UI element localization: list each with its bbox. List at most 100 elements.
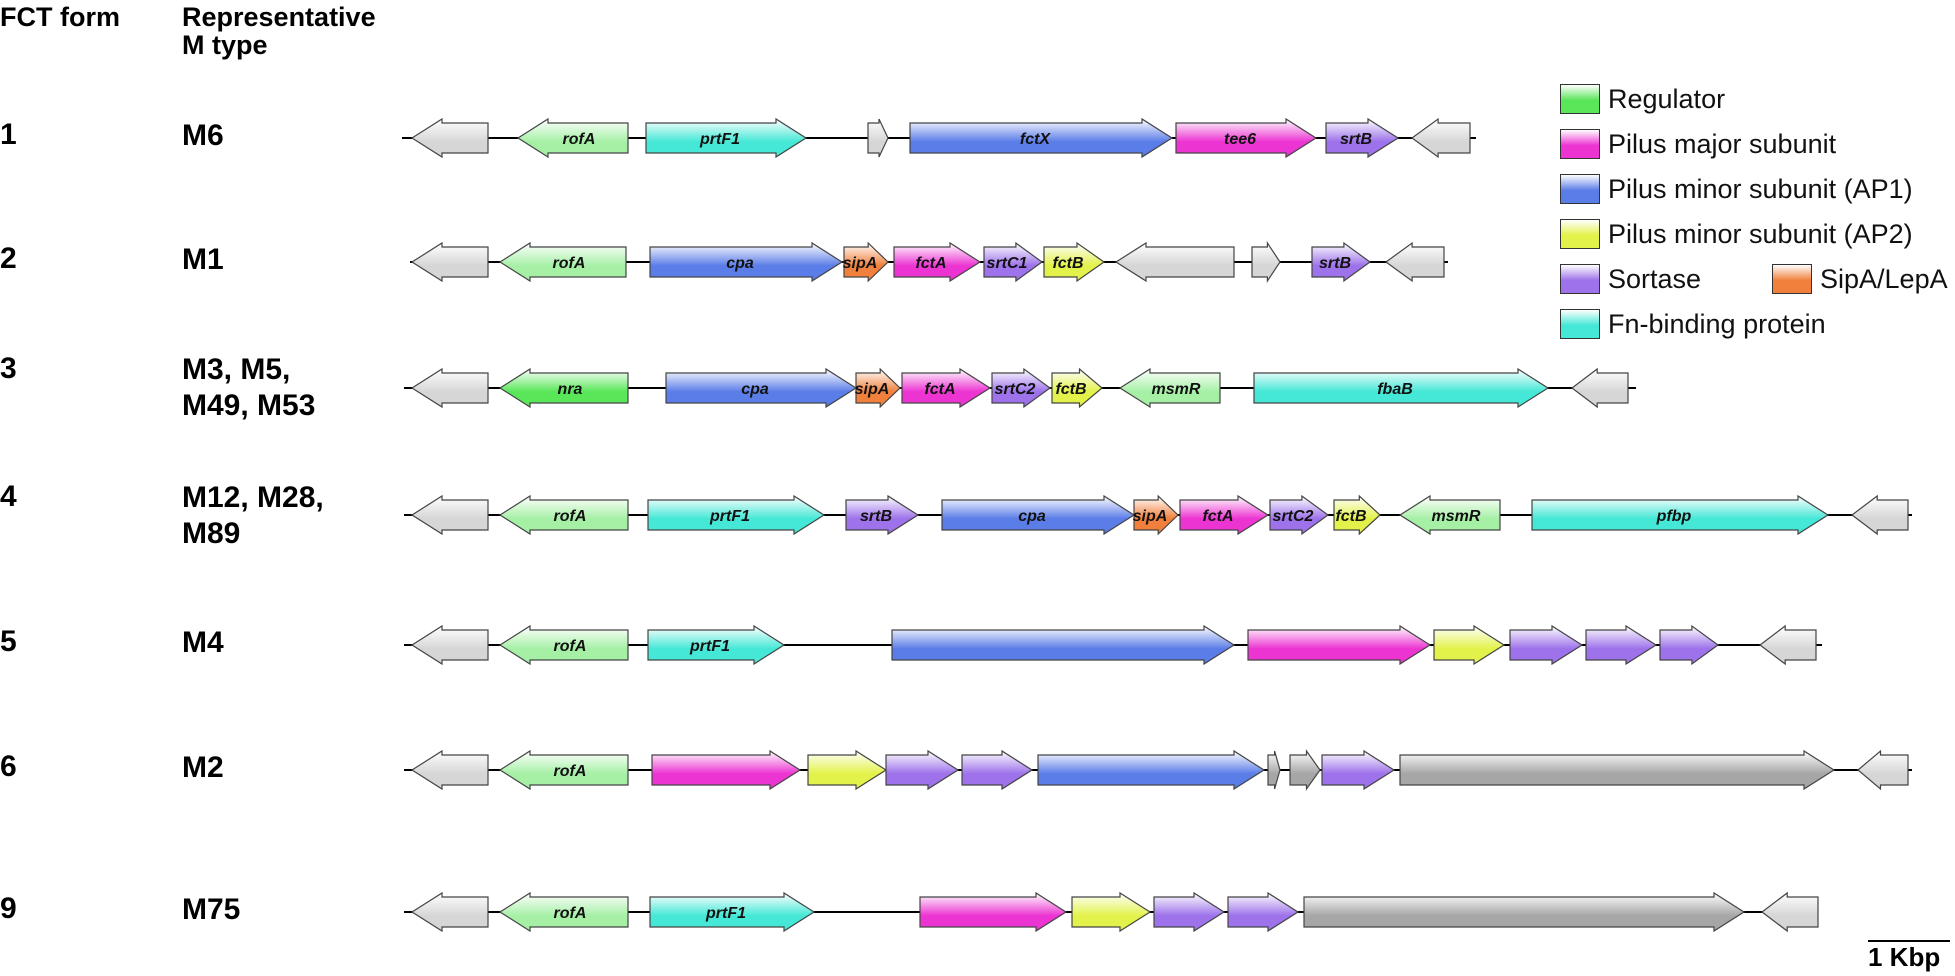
legend-item-sipa: SipA/LepA <box>1772 262 1948 296</box>
gene-arrow <box>885 749 960 791</box>
legend-label: Pilus major subunit <box>1608 128 1837 159</box>
gene-arrow <box>410 367 489 409</box>
gene-arrow: sipA <box>1133 494 1179 536</box>
gene-shape <box>1303 891 1746 933</box>
gene-arrow <box>807 749 888 791</box>
gene-label: fctA <box>915 255 946 272</box>
gene-shape <box>1851 494 1909 536</box>
fct-form-label: 1 <box>0 118 17 151</box>
gene-arrow: cpa <box>941 494 1136 536</box>
gene-shape <box>1321 749 1396 791</box>
gene-label: rofA <box>563 131 596 148</box>
gene-arrow: srtC2 <box>1269 494 1330 536</box>
gene-arrow: srtB <box>1311 241 1372 283</box>
gene-label: cpa <box>1018 508 1046 525</box>
gene-arrow: srtC2 <box>991 367 1052 409</box>
gene-shape <box>1267 750 1281 790</box>
gene-arrow: tee6 <box>1175 117 1318 159</box>
gene-label: nra <box>558 381 583 398</box>
gene-arrow: msmR <box>1398 494 1501 536</box>
gene-shape <box>1114 241 1235 283</box>
gene-shape <box>645 117 808 159</box>
legend-swatch <box>1560 174 1600 204</box>
gene-label: srtC2 <box>1273 508 1314 525</box>
gene-arrow <box>1321 749 1396 791</box>
gene-arrow <box>1399 749 1836 791</box>
gene-shape <box>410 494 489 536</box>
gene-label: srtC2 <box>995 381 1036 398</box>
gene-label: fctA <box>1202 508 1233 525</box>
gene-shape <box>893 241 982 283</box>
gene-arrow: srtB <box>845 494 920 536</box>
gene-arrow <box>1303 891 1746 933</box>
gene-arrow: cpa <box>665 367 858 409</box>
gene-shape <box>498 749 629 791</box>
gene-arrow: fctB <box>1043 241 1106 283</box>
gene-label: msmR <box>1152 381 1201 398</box>
gene-arrow: rofA <box>498 891 629 933</box>
gene-shape <box>891 624 1236 666</box>
legend-item-minor1: Pilus minor subunit (AP1) <box>1560 172 1913 206</box>
gene-arrow <box>410 749 489 791</box>
gene-arrow <box>1251 241 1281 283</box>
gene-shape <box>1659 624 1720 666</box>
gene-arrow <box>410 494 489 536</box>
legend-swatch <box>1560 129 1600 159</box>
gene-shape <box>1251 241 1281 283</box>
gene-arrow <box>1851 494 1909 536</box>
gene-arrow: nra <box>498 367 629 409</box>
gene-label: fctX <box>1020 131 1052 148</box>
gene-shape <box>647 494 826 536</box>
gene-arrow <box>651 749 802 791</box>
gene-arrow <box>1659 624 1720 666</box>
gene-shape <box>498 494 629 536</box>
legend-label: Sortase <box>1608 263 1702 294</box>
gene-label: rofA <box>554 763 587 780</box>
gene-shape <box>649 241 844 283</box>
gene-arrow <box>1153 891 1226 933</box>
gene-arrow: fctB <box>1333 494 1381 536</box>
gene-shape <box>1071 891 1152 933</box>
gene-shape <box>807 749 888 791</box>
gene-arrow: rofA <box>498 624 629 666</box>
gene-shape <box>983 241 1044 283</box>
gene-shape <box>410 891 489 933</box>
scale-label: 1 Kbp <box>1868 942 1941 972</box>
gene-shape <box>1325 117 1400 159</box>
gene-arrow: fctA <box>1179 494 1270 536</box>
gene-shape <box>1571 367 1629 409</box>
gene-shape <box>961 749 1034 791</box>
gene-label: prtF1 <box>709 508 750 525</box>
gene-shape <box>410 117 489 159</box>
gene-shape <box>1509 624 1584 666</box>
legend-swatch <box>1560 264 1600 294</box>
gene-shape <box>1118 367 1221 409</box>
legend-swatch <box>1560 84 1600 114</box>
gene-label: cpa <box>726 255 754 272</box>
gene-shape <box>1289 749 1321 791</box>
gene-arrow <box>1571 367 1629 409</box>
legend-item-fn: Fn-binding protein <box>1560 307 1826 341</box>
gene-arrow: rofA <box>498 749 629 791</box>
gene-shape <box>1333 494 1381 536</box>
header-fct-form: FCT form <box>0 2 120 32</box>
gene-arrow <box>867 118 889 158</box>
gene-arrow <box>1410 117 1471 159</box>
gene-label: srtC1 <box>987 255 1028 272</box>
gene-label: cpa <box>741 381 769 398</box>
gene-shape <box>1585 624 1658 666</box>
gene-shape <box>410 624 489 666</box>
fct-form-label: 9 <box>0 892 17 925</box>
gene-shape <box>1384 241 1445 283</box>
legend-item-sortase: Sortase <box>1560 262 1701 296</box>
legend-swatch <box>1560 219 1600 249</box>
m-type-label: M3, M5, M49, M53 <box>182 353 316 422</box>
gene-shape <box>845 494 920 536</box>
gene-shape <box>1253 367 1550 409</box>
fct-form-label: 5 <box>0 625 17 658</box>
